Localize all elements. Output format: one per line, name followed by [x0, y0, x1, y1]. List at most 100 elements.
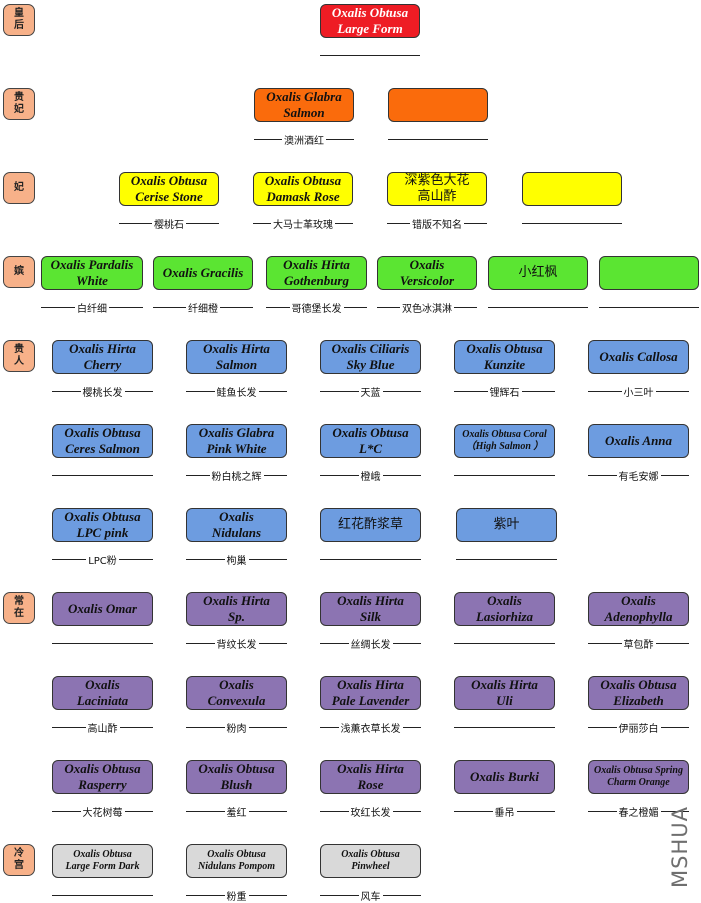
variety-caption [454, 468, 555, 482]
variety-box: Oxalis Convexula [186, 676, 287, 710]
variety-caption: 草包酢 [588, 636, 689, 651]
variety-caption: 大花树莓 [52, 804, 153, 819]
caption-text: 樱桃石 [154, 219, 184, 231]
caption-rule [392, 642, 421, 644]
variety-caption [522, 216, 622, 230]
caption-rule [488, 306, 588, 308]
caption-rule [186, 474, 210, 476]
caption-rule [454, 306, 477, 308]
variety-caption: 澳洲酒红 [254, 132, 354, 147]
variety-caption: 背纹长发 [186, 636, 287, 651]
variety-box: Oxalis Callosa [588, 340, 689, 374]
variety-caption: 垂吊 [454, 804, 555, 819]
caption-rule [454, 810, 493, 812]
caption-rule [186, 390, 215, 392]
caption-rule [186, 558, 225, 560]
variety-box: 小红枫 [488, 256, 588, 290]
caption-rule [377, 306, 400, 308]
caption-rule [326, 138, 354, 140]
variety-box: Oxalis Hirta Pale Lavender [320, 676, 421, 710]
caption-rule [52, 390, 81, 392]
rank-badge: 贵妃 [3, 88, 35, 120]
caption-rule [335, 222, 353, 224]
caption-rule [464, 222, 487, 224]
caption-rule [588, 474, 617, 476]
variety-box: Oxalis Hirta Sp. [186, 592, 287, 626]
caption-text: 大花树莓 [82, 807, 123, 819]
variety-caption [320, 48, 420, 62]
variety-box: Oxalis Obtusa Ceres Salmon [52, 424, 153, 458]
caption-rule [153, 306, 186, 308]
variety-caption: 樱桃石 [119, 216, 219, 231]
caption-rule [588, 726, 617, 728]
caption-rule [320, 810, 349, 812]
caption-rule [186, 642, 215, 644]
rank-label: 冷宫 [14, 848, 24, 871]
caption-text: 草包酢 [623, 639, 654, 651]
caption-rule [588, 642, 622, 644]
caption-text: 大马士革玫瑰 [273, 219, 333, 231]
variety-box: Oxalis Obtusa LPC pink [52, 508, 153, 542]
caption-text: 橙峨 [360, 471, 381, 483]
caption-rule [320, 894, 359, 896]
variety-box: Oxalis Glabra Pink White [186, 424, 287, 458]
variety-box: Oxalis Burki [454, 760, 555, 794]
variety-caption [454, 720, 555, 734]
caption-rule [454, 726, 555, 728]
caption-text: 伊丽莎白 [618, 723, 659, 735]
caption-rule [119, 726, 153, 728]
caption-rule [521, 390, 555, 392]
caption-rule [254, 138, 282, 140]
rank-badge: 妃 [3, 172, 35, 204]
variety-caption [454, 636, 555, 650]
caption-rule [599, 306, 699, 308]
variety-caption: 有毛安娜 [588, 468, 689, 483]
variety-box: Oxalis Obtusa Large Form Dark [52, 844, 153, 878]
variety-box: 深紫色大花 高山酢 [387, 172, 487, 206]
caption-rule [382, 390, 421, 392]
caption-rule [220, 306, 253, 308]
variety-caption [52, 636, 153, 650]
caption-rule [52, 474, 153, 476]
variety-caption: 樱桃长发 [52, 384, 153, 399]
caption-rule [248, 810, 287, 812]
caption-rule [402, 726, 421, 728]
variety-caption [488, 300, 588, 314]
variety-caption: 大马士革玫瑰 [253, 216, 353, 231]
variety-box: Oxalis Obtusa L*C [320, 424, 421, 458]
caption-rule [320, 474, 359, 476]
caption-text: 纤细橙 [188, 303, 218, 315]
caption-rule [655, 642, 689, 644]
caption-rule [186, 222, 219, 224]
caption-text: 背纹长发 [216, 639, 257, 651]
caption-rule [320, 390, 359, 392]
caption-text: 澳洲酒红 [284, 135, 324, 147]
caption-rule [516, 810, 555, 812]
variety-caption: 玫红长发 [320, 804, 421, 819]
caption-rule [655, 390, 689, 392]
caption-rule [387, 222, 410, 224]
variety-box: Oxalis Omar [52, 592, 153, 626]
caption-rule [320, 558, 421, 560]
watermark: MSHUA [668, 806, 692, 888]
variety-box: Oxalis Obtusa Coral （High Salmon ） [454, 424, 555, 458]
variety-box [599, 256, 699, 290]
caption-rule [392, 810, 421, 812]
caption-rule [52, 726, 86, 728]
variety-box: Oxalis Hirta Cherry [52, 340, 153, 374]
caption-rule [454, 390, 488, 392]
variety-box: Oxalis Lasiorhiza [454, 592, 555, 626]
variety-caption [52, 468, 153, 482]
variety-box: 紫叶 [456, 508, 557, 542]
variety-box: Oxalis Obtusa Pinwheel [320, 844, 421, 878]
caption-rule [118, 558, 153, 560]
variety-caption: 伊丽莎白 [588, 720, 689, 735]
caption-rule [343, 306, 367, 308]
variety-caption: 高山酢 [52, 720, 153, 735]
rank-badge: 皇后 [3, 4, 35, 36]
caption-rule [119, 222, 152, 224]
caption-rule [124, 390, 153, 392]
caption-rule [52, 894, 153, 896]
variety-box: Oxalis Obtusa Kunzite [454, 340, 555, 374]
variety-box: Oxalis Obtusa Nidulans Pompom [186, 844, 287, 878]
